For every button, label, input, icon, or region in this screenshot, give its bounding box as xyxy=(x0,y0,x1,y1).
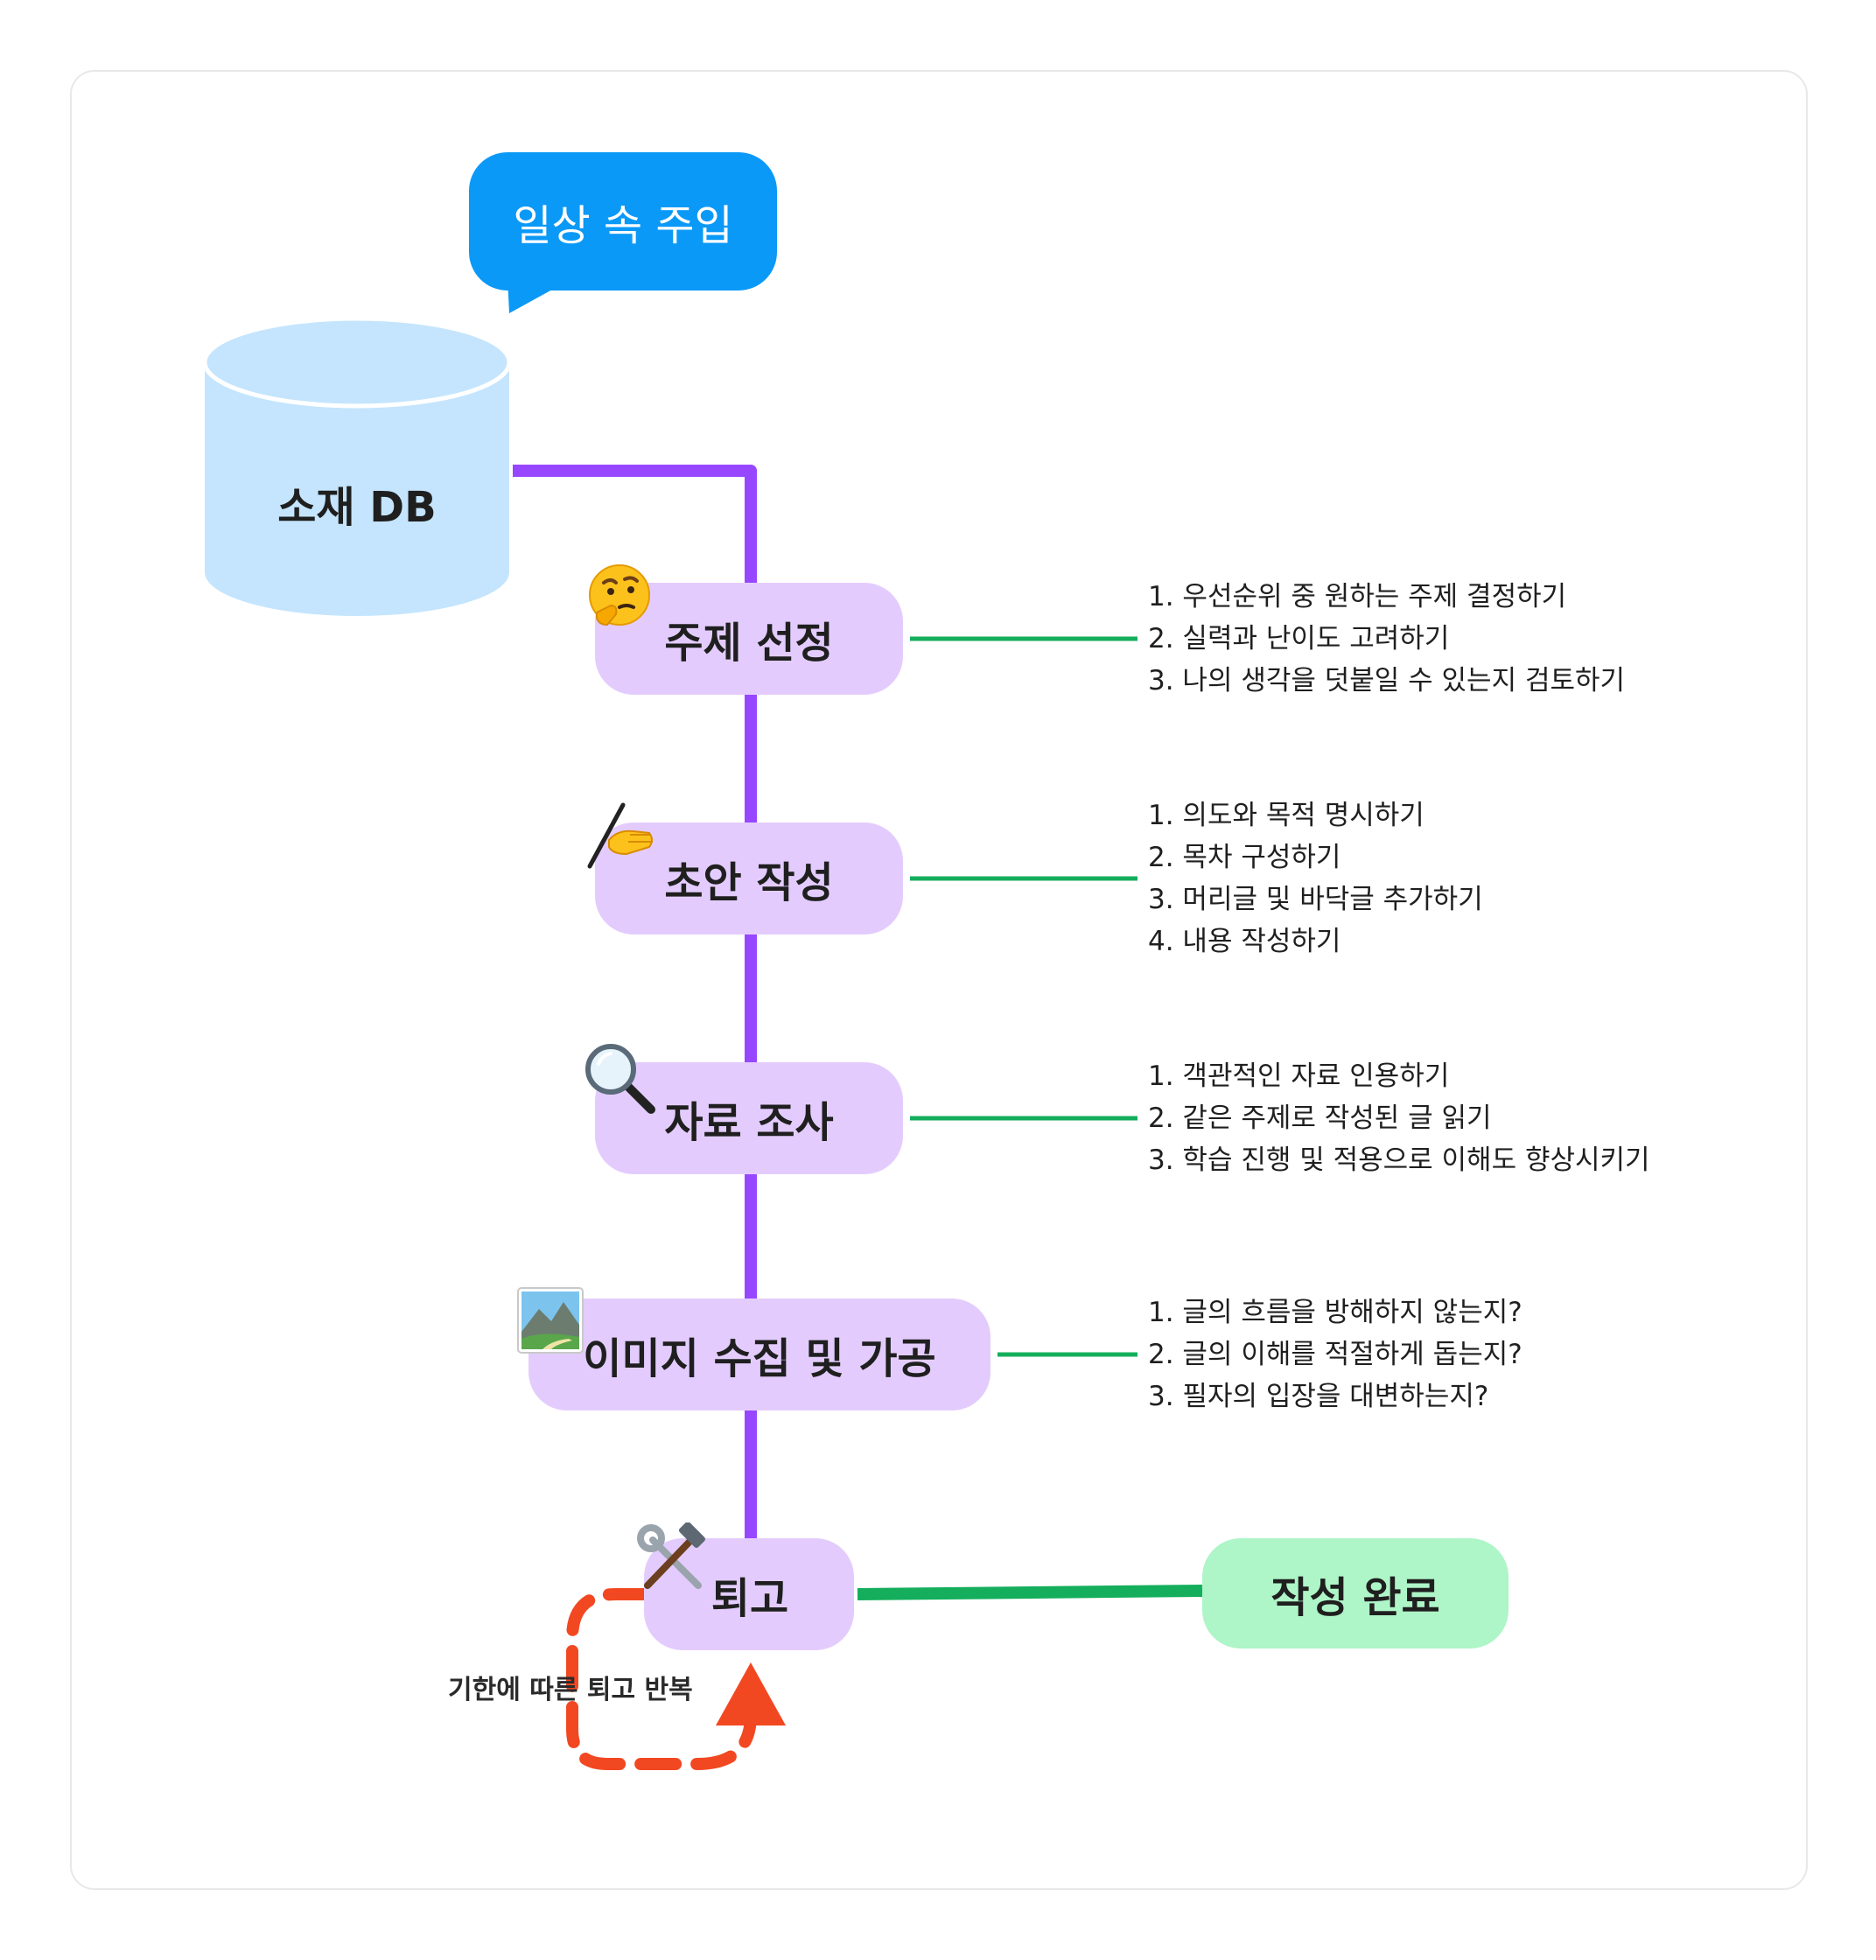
list-item: 3. 필자의 입장을 대변하는지? xyxy=(1148,1381,1489,1412)
list-item: 3. 학습 진행 및 적용으로 이해도 향상시키기 xyxy=(1148,1144,1650,1176)
speech-bubble: 일상 속 주입 xyxy=(469,152,777,290)
list-item: 1. 글의 흐름을 방해하지 않는지? xyxy=(1148,1297,1522,1328)
list-item: 1. 의도와 목적 명시하기 xyxy=(1148,800,1424,831)
step-label: 이미지 수집 및 가공 xyxy=(583,1334,936,1383)
step-3-checklist: 1. 객관적인 자료 인용하기 2. 같은 주제로 작성된 글 읽기 3. 학습… xyxy=(1148,1055,1650,1181)
step-label: 자료 조사 xyxy=(664,1098,834,1147)
flow-spine xyxy=(513,465,757,1542)
list-item: 3. 머리글 및 바닥글 추가하기 xyxy=(1148,884,1483,915)
step-4-checklist: 1. 글의 흐름을 방해하지 않는지? 2. 글의 이해를 적절하게 돕는지? … xyxy=(1148,1292,1522,1418)
step-label: 퇴고 xyxy=(710,1574,789,1623)
final-label: 작성 완료 xyxy=(1270,1573,1440,1622)
magnifying-glass-icon xyxy=(585,1044,655,1114)
thinking-face-icon xyxy=(589,564,650,626)
loop-arrow-path xyxy=(566,1588,757,1770)
loop-arrow-head xyxy=(716,1662,786,1726)
step-label: 주제 선정 xyxy=(664,619,834,668)
list-item: 4. 내용 작성하기 xyxy=(1148,926,1341,957)
connector-final xyxy=(857,1585,1203,1600)
database-cylinder xyxy=(202,316,512,616)
step-1-checklist: 1. 우선순위 중 원하는 주제 결정하기 2. 실력과 난이도 고려하기 3.… xyxy=(1148,576,1625,702)
list-item: 2. 글의 이해를 적절하게 돕는지? xyxy=(1148,1339,1522,1370)
loop-label: 기한에 따른 퇴고 반복 xyxy=(448,1675,693,1705)
landscape-picture-icon xyxy=(517,1287,584,1354)
writing-hand-icon xyxy=(587,802,653,869)
hammer-and-wrench-icon xyxy=(637,1522,706,1589)
step-2-checklist: 1. 의도와 목적 명시하기 2. 목차 구성하기 3. 머리글 및 바닥글 추… xyxy=(1148,794,1483,962)
final-complete: 작성 완료 xyxy=(1202,1538,1508,1648)
list-item: 2. 같은 주제로 작성된 글 읽기 xyxy=(1148,1102,1492,1134)
step-image-collection: 이미지 수집 및 가공 xyxy=(528,1298,990,1410)
database-label: 소재 DB xyxy=(277,483,437,532)
list-item: 2. 실력과 난이도 고려하기 xyxy=(1148,623,1450,654)
list-item: 2. 목차 구성하기 xyxy=(1148,842,1341,873)
step-label: 초안 작성 xyxy=(664,858,834,907)
list-item: 1. 객관적인 자료 인용하기 xyxy=(1148,1060,1450,1092)
list-item: 1. 우선순위 중 원하는 주제 결정하기 xyxy=(1148,581,1567,612)
step-research: 자료 조사 xyxy=(595,1062,903,1174)
list-item: 3. 나의 생각을 덧붙일 수 있는지 검토하기 xyxy=(1148,665,1626,696)
